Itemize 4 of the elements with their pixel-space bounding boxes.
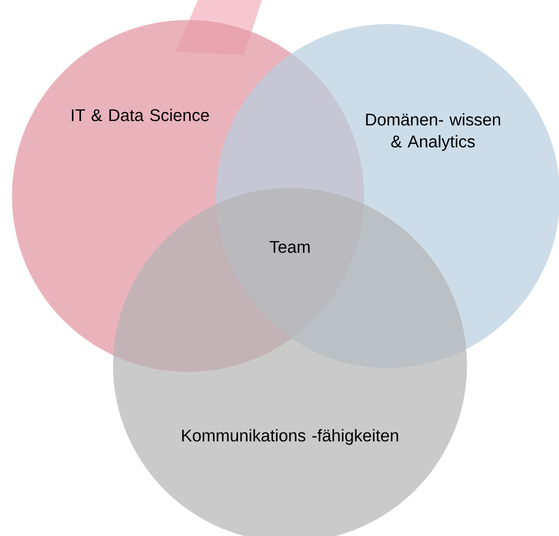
circle-label: IT & Data Science [72, 108, 209, 122]
overlap-label: Team [270, 241, 310, 253]
circle-label: Domänen- wissen & Analytics [366, 113, 500, 151]
circle-label: Kommunikations -fähigkeiten [182, 429, 398, 445]
